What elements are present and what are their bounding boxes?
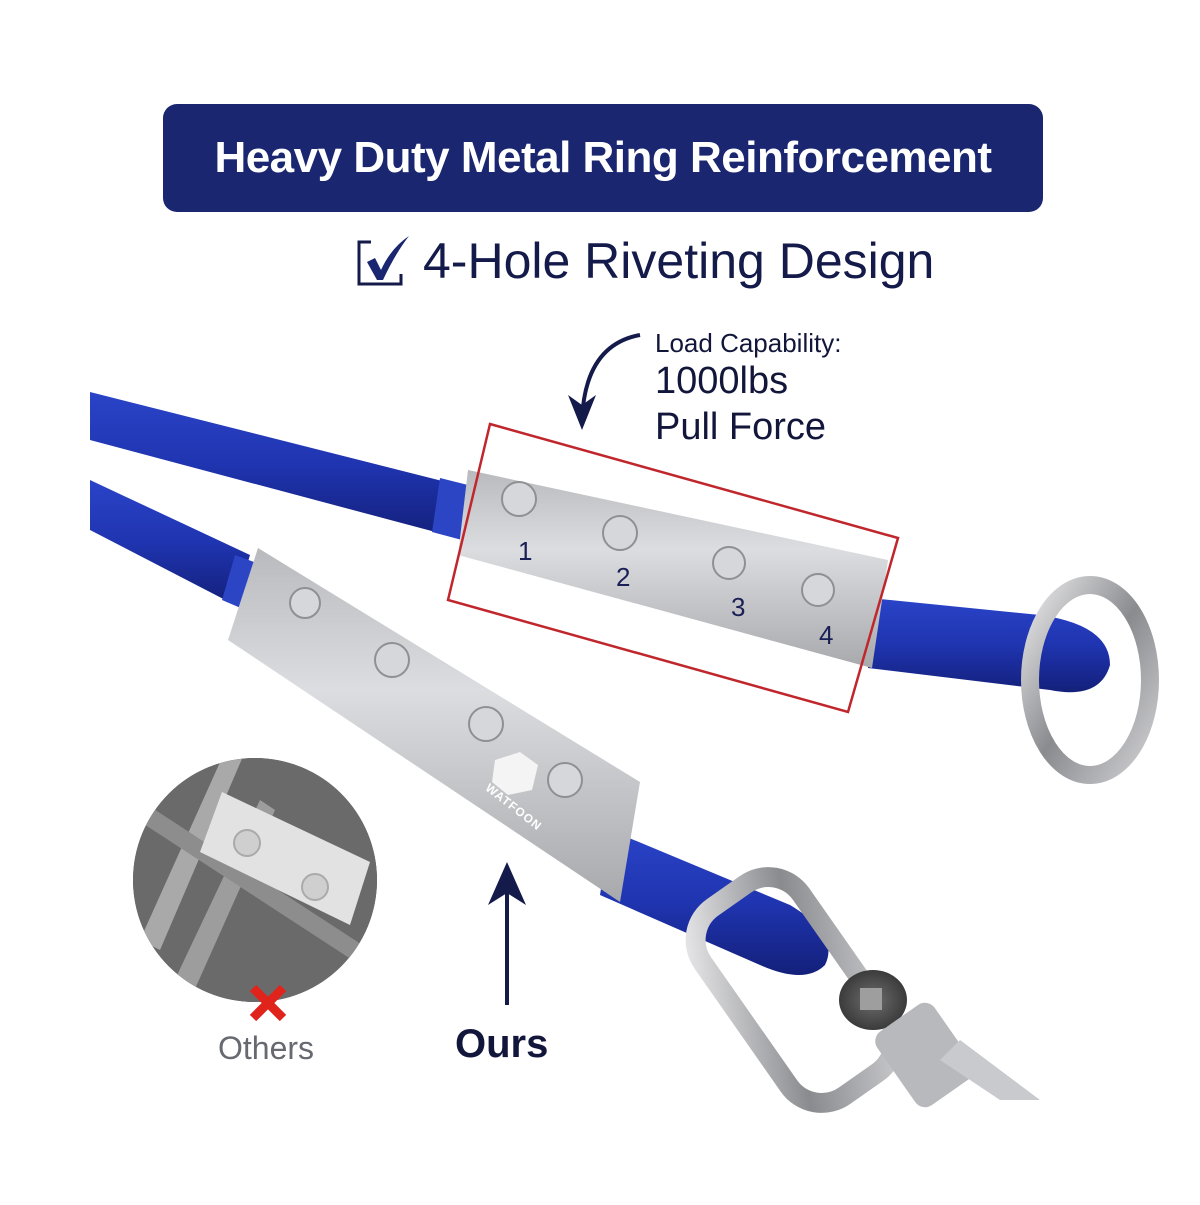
rivet-hole-4	[801, 573, 835, 607]
ours-label: Ours	[455, 1022, 549, 1066]
load-callout: Load Capability: 1000lbs Pull Force	[655, 328, 841, 450]
upper-ring	[1021, 576, 1159, 784]
others-comparison-image	[133, 758, 377, 1002]
brand-logo-icon	[492, 752, 538, 795]
curved-arrow-down-icon	[568, 333, 641, 430]
rivet-label-4: 4	[819, 620, 834, 650]
rivet-label-1: 1	[518, 536, 533, 566]
highlight-box	[446, 422, 900, 714]
load-capability-desc: Pull Force	[655, 406, 827, 448]
load-capability-value: 1000lbs	[655, 360, 789, 402]
rivet-label-2: 2	[616, 562, 631, 592]
red-x-icon	[249, 984, 287, 1022]
swivel-snap	[685, 867, 1040, 1113]
checkbox-checked-icon	[355, 234, 409, 288]
load-capability-label: Load Capability:	[655, 328, 842, 358]
rivet-hole-2	[602, 515, 638, 551]
headline-title: Heavy Duty Metal Ring Reinforcement	[214, 133, 992, 182]
rivet-label-3: 3	[731, 592, 746, 622]
headline-banner: Heavy Duty Metal Ring Reinforcement	[163, 104, 1043, 212]
rivet-hole-1	[501, 481, 537, 517]
feature-label: 4-Hole Riveting Design	[423, 233, 935, 289]
arrow-up-icon	[488, 862, 526, 1005]
others-label: Others	[218, 1030, 315, 1066]
upper-sleeve	[458, 470, 888, 668]
lower-sleeve	[228, 548, 640, 902]
feature-heading: 4-Hole Riveting Design	[355, 226, 934, 296]
rivet-hole-3	[712, 546, 746, 580]
